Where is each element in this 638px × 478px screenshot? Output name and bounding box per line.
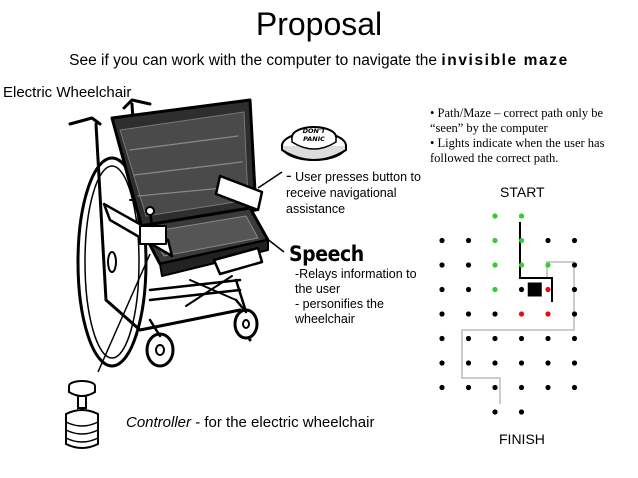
maze-light-black: [492, 311, 498, 317]
maze-light-green: [518, 262, 525, 268]
maze-followed-path: [519, 222, 553, 302]
path-notes: • Path/Maze – correct path only be “seen…: [430, 106, 636, 166]
path-note-2: • Lights indicate when the user has foll…: [430, 136, 605, 165]
maze-light-black: [439, 335, 445, 342]
maze-light-black: [465, 384, 472, 391]
maze-light-black: [545, 237, 551, 244]
wheelchair-illustration: [68, 98, 270, 368]
panic-line1: DON'T: [303, 127, 326, 135]
maze-light-black: [465, 262, 472, 268]
panic-button-icon: DON'T PANIC: [281, 126, 347, 161]
maze-light-black: [492, 409, 498, 415]
maze-light-green: [492, 237, 498, 244]
button-note-dash: -: [286, 166, 292, 185]
maze-hidden-path: [461, 222, 575, 404]
maze-light-black: [439, 311, 445, 317]
controller-note: Controller - for the electric wheelchair: [126, 412, 374, 433]
page-title: Proposal: [255, 6, 383, 42]
maze-light-black: [545, 384, 551, 391]
maze-light-black: [518, 409, 525, 415]
maze-light-green: [545, 262, 551, 268]
maze-light-black: [439, 237, 445, 244]
path-note-1: • Path/Maze – correct path only be “seen…: [430, 106, 604, 135]
maze-light-green: [492, 262, 498, 268]
panic-line2: PANIC: [303, 135, 325, 143]
maze-light-black: [571, 311, 578, 317]
maze-user-marker: [527, 282, 542, 297]
button-pointer-line: [257, 171, 283, 189]
speech-title: Speech: [289, 242, 364, 266]
maze-finish-label: FINISH: [499, 431, 545, 447]
maze-light-black: [492, 335, 498, 342]
maze-start-label: START: [500, 184, 545, 200]
maze-light-red: [545, 286, 551, 293]
subtitle: See if you can work with the computer to…: [0, 52, 638, 70]
maze-light-black: [439, 262, 445, 268]
maze-light-black: [465, 237, 472, 244]
wheelchair-label: Electric Wheelchair: [3, 84, 132, 101]
maze-light-black: [465, 286, 472, 293]
subtitle-emphasis: invisible maze: [441, 52, 569, 69]
maze-grid: [439, 213, 578, 415]
maze-light-black: [571, 262, 578, 268]
controller-text: - for the electric wheelchair: [191, 414, 375, 431]
maze-light-green: [492, 213, 498, 219]
maze-light-black: [571, 286, 578, 293]
speech-line-1: -Relays information to the user: [295, 267, 417, 296]
maze-light-black: [571, 360, 578, 366]
maze-light-black: [492, 384, 498, 391]
maze-light-black: [439, 360, 445, 366]
maze-light-red: [545, 311, 551, 317]
button-note-text: User presses button to receive navigatio…: [286, 170, 421, 216]
speech-line-2: - personifies the wheelchair: [295, 297, 384, 326]
maze-light-black: [545, 360, 551, 366]
maze-light-black: [439, 286, 445, 293]
maze-light-green: [518, 237, 525, 244]
speech-pointer-line: [265, 237, 285, 253]
maze-light-black: [545, 335, 551, 342]
maze-light-black: [465, 335, 472, 342]
maze-light-black: [518, 360, 525, 366]
speech-notes: -Relays information to the user - person…: [295, 267, 425, 327]
subtitle-text: See if you can work with the computer to…: [69, 52, 438, 69]
maze-light-green: [518, 213, 525, 219]
maze-light-black: [571, 384, 578, 391]
maze-light-black: [571, 237, 578, 244]
maze-light-black: [518, 286, 525, 293]
maze-light-black: [518, 335, 525, 342]
maze-light-black: [465, 311, 472, 317]
maze-light-black: [492, 360, 498, 366]
maze-light-red: [518, 311, 525, 317]
controller-name: Controller: [126, 414, 192, 431]
maze-light-black: [465, 360, 472, 366]
controller-pointer-line: [97, 253, 151, 373]
button-note: - User presses button to receive navigat…: [286, 166, 426, 217]
controller-icon: [65, 380, 99, 449]
maze-light-black: [439, 384, 445, 391]
maze-light-green: [492, 286, 498, 293]
maze-light-black: [571, 335, 578, 342]
maze-light-black: [518, 384, 525, 391]
